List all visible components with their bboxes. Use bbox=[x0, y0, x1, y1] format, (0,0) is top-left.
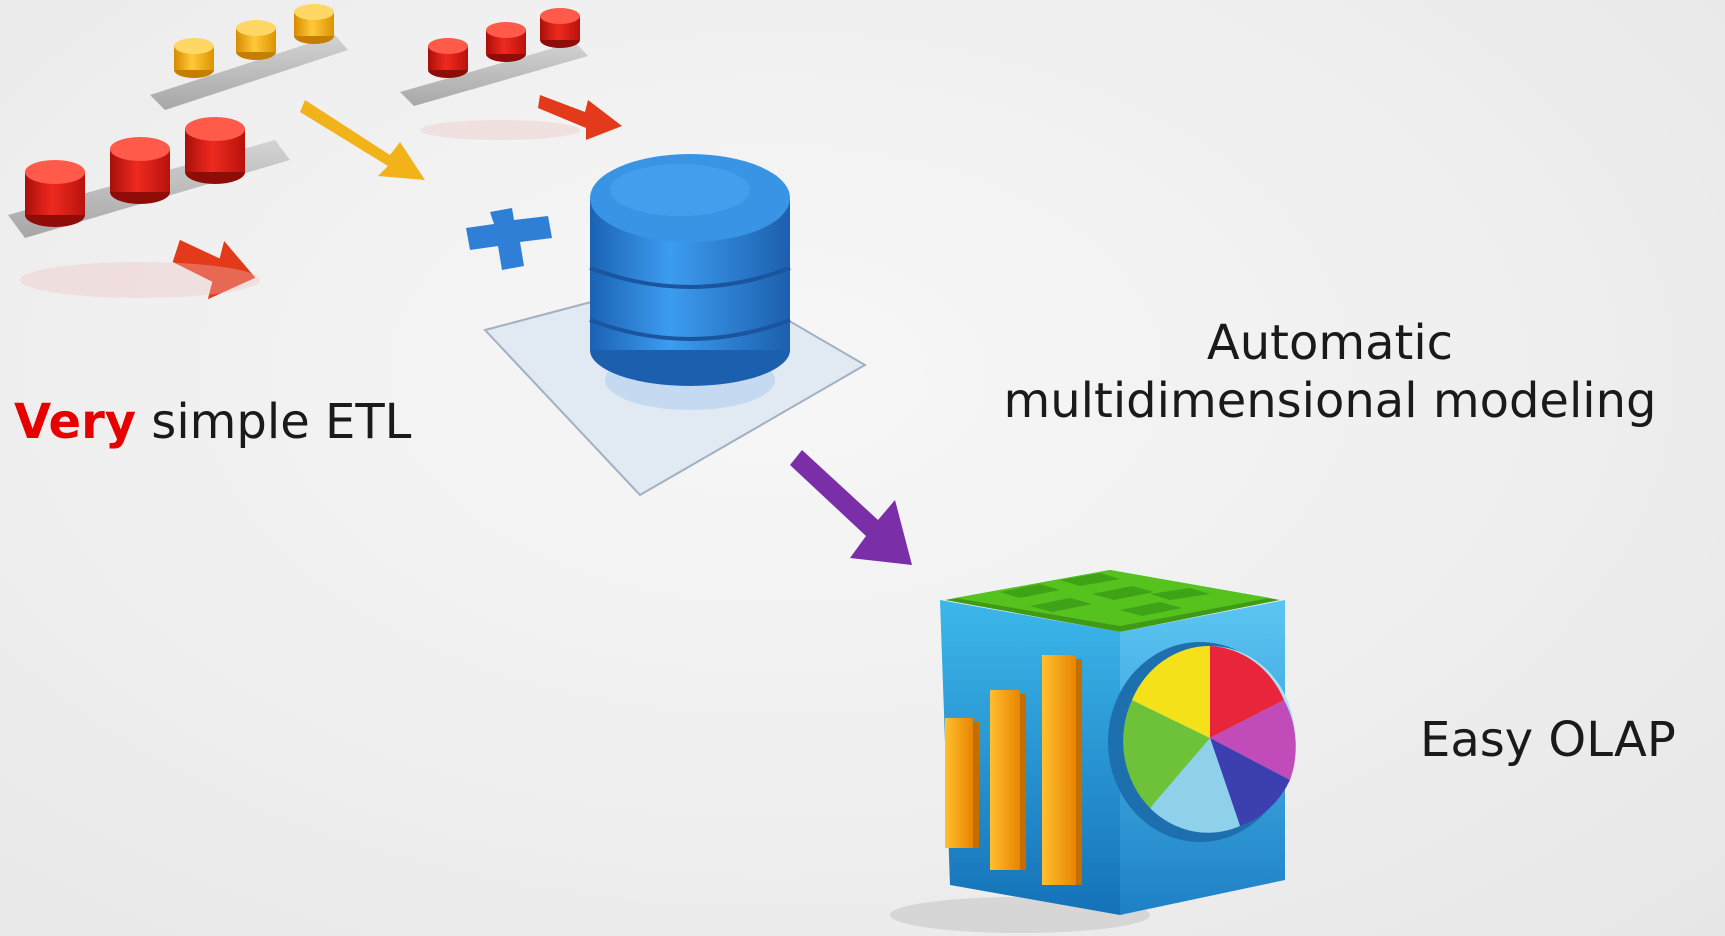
plus-icon bbox=[466, 208, 552, 270]
etl-caption-rest: simple ETL bbox=[136, 394, 412, 450]
database-icon bbox=[483, 154, 867, 497]
etl-caption: Very simple ETL bbox=[14, 394, 411, 452]
etl-pipeline-icon bbox=[8, 4, 622, 300]
pie-chart-icon bbox=[1108, 642, 1296, 842]
olap-cube-icon bbox=[890, 570, 1296, 933]
modeling-caption-line1: Automatic bbox=[1206, 315, 1454, 371]
flow-arrow-icon bbox=[790, 450, 912, 565]
olap-caption: Easy OLAP bbox=[1420, 712, 1676, 768]
bar-chart-icon bbox=[945, 655, 1082, 885]
modeling-caption: Automatic multidimensional modeling bbox=[960, 315, 1700, 430]
etl-emphasis-word: Very bbox=[14, 394, 137, 450]
modeling-caption-line2: multidimensional modeling bbox=[1003, 372, 1657, 429]
